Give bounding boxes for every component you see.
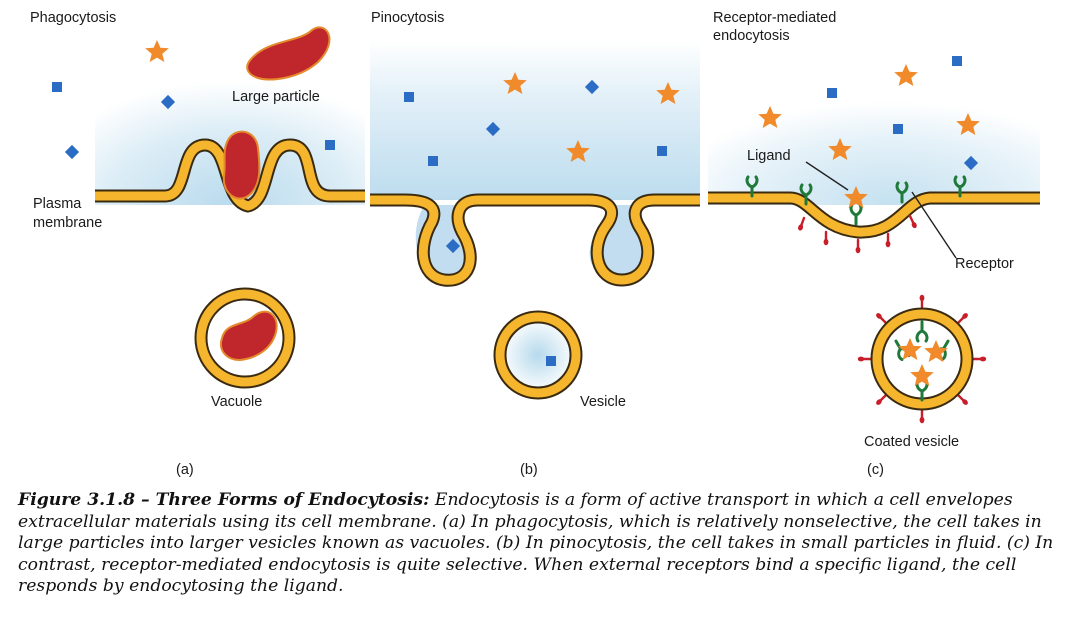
coated-vesicle: [856, 293, 988, 425]
square-molecule: [404, 92, 414, 102]
square-molecule: [584, 79, 600, 95]
large-particle-label: Large particle: [232, 89, 320, 105]
coat-protein: [906, 213, 919, 231]
square-molecule: [485, 121, 501, 137]
receptor-leader: [911, 191, 957, 259]
ligand-label: Ligand: [747, 148, 791, 164]
engulfed-particle: [222, 130, 261, 200]
square-molecule: [325, 140, 335, 150]
receptor-label: Receptor: [955, 256, 1014, 272]
vacuole: [194, 287, 296, 389]
square-molecule: [657, 146, 667, 156]
receptor-mediated-title-line2: endocytosis: [713, 28, 790, 44]
square-molecule: [428, 156, 438, 166]
panel-b-letter: (b): [520, 462, 538, 478]
extracellular-fluid-a: [95, 40, 365, 205]
panel-receptor-mediated: Receptor-mediated endocytosis: [708, 10, 1040, 478]
coat-protein: [822, 230, 830, 247]
plasma-membrane-label-line2: membrane: [33, 215, 102, 231]
caption-body: Endocytosis is a form of active transpor…: [18, 490, 1054, 596]
vesicle: [493, 310, 583, 400]
panel-phagocytosis: Phagocytosis Large particle Plasma membr…: [30, 10, 365, 478]
ligand-leader: [805, 161, 849, 191]
panel-c-letter: (c): [867, 462, 884, 478]
extracellular-fluid-c: [708, 57, 1040, 206]
plasma-membrane-label: Plasma: [33, 196, 82, 212]
square-molecule: [963, 155, 979, 171]
coat-protein: [854, 238, 862, 255]
coat-protein: [796, 215, 808, 233]
large-particle: [246, 26, 331, 81]
coated-vesicle-label: Coated vesicle: [864, 434, 959, 450]
receptor-protein: [849, 203, 863, 226]
figure-caption: Figure 3.1.8 – Three Forms of Endocytosi…: [18, 490, 1078, 598]
phagocytosis-title: Phagocytosis: [30, 10, 116, 26]
panel-pinocytosis: Pinocytosis Vesicle (b): [370, 10, 700, 478]
square-molecule: [64, 144, 80, 160]
square-molecule: [52, 82, 62, 92]
square-molecule: [893, 124, 903, 134]
vesicle-label: Vesicle: [580, 394, 626, 410]
coat-protein: [884, 232, 892, 249]
vacuole-label: Vacuole: [211, 394, 262, 410]
extracellular-fluid-b: [370, 40, 700, 200]
receptor-mediated-title: Receptor-mediated: [713, 10, 836, 26]
square-molecule: [952, 56, 962, 66]
panel-a-letter: (a): [176, 462, 194, 478]
caption-title: Figure 3.1.8 – Three Forms of Endocytosi…: [18, 490, 430, 510]
pinocytosis-title: Pinocytosis: [371, 10, 444, 26]
square-molecule: [445, 238, 461, 254]
square-molecule: [827, 88, 837, 98]
